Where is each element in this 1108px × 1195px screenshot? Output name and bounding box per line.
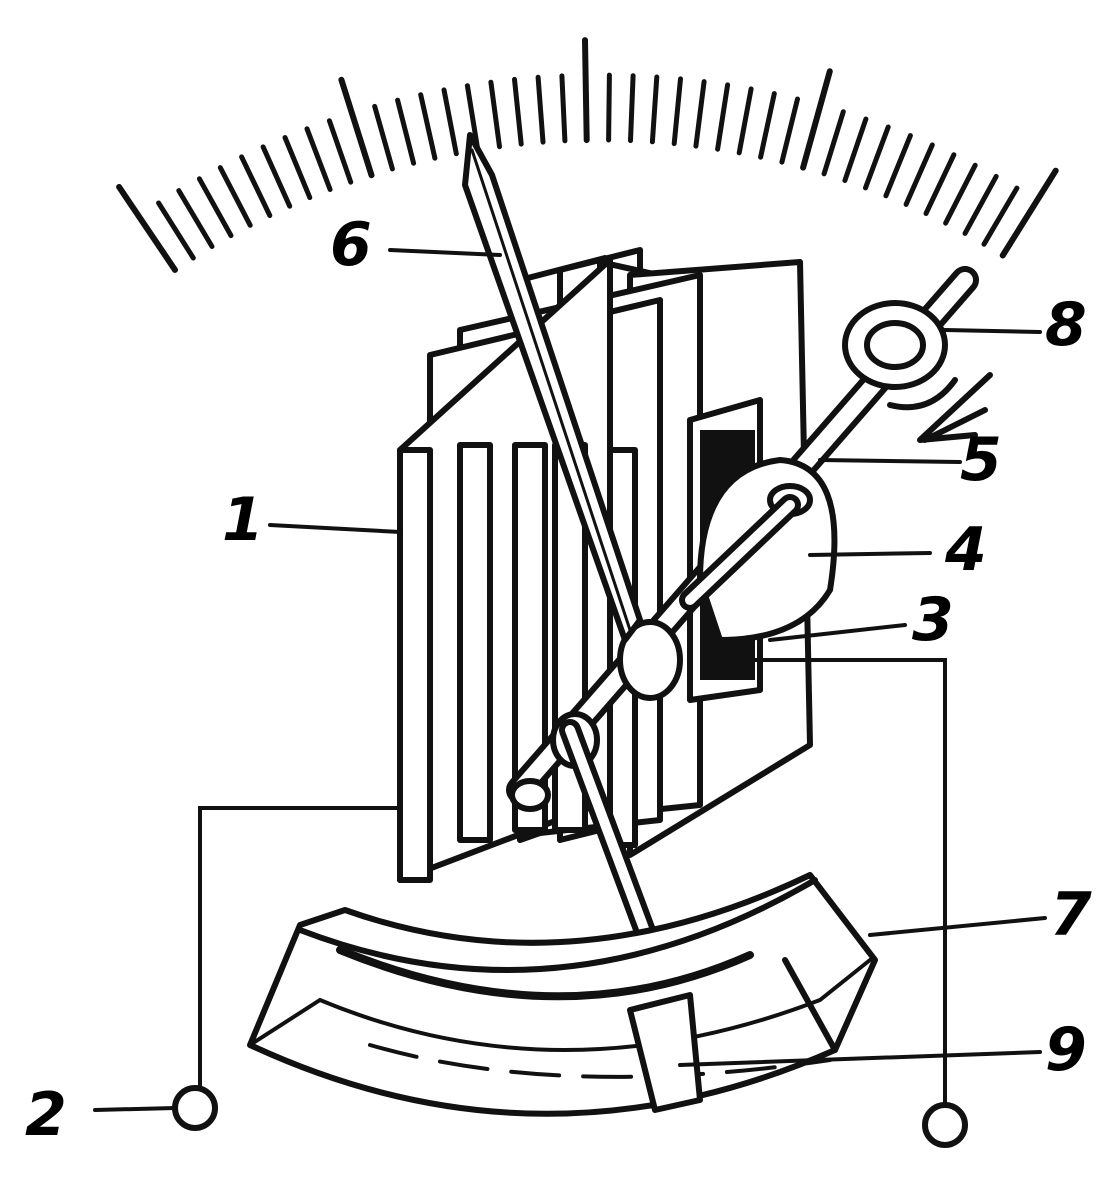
scale-tick: [779, 96, 800, 165]
scale-tick: [715, 82, 731, 152]
terminal-left: [172, 1085, 218, 1131]
label-4: 4: [944, 515, 987, 585]
scale-tick: [464, 83, 481, 153]
damper-chamber: [247, 872, 878, 1117]
scale-tick: [863, 124, 891, 191]
scale-tick: [395, 97, 417, 166]
label-1: 1: [222, 485, 264, 555]
scale-tick: [842, 116, 869, 183]
scale-tick: [156, 200, 196, 261]
scale-tick: [176, 188, 215, 249]
scale-tick: [671, 76, 683, 147]
scale-tick: [418, 92, 438, 161]
scale-tick: [282, 135, 313, 201]
scale-tick: [649, 74, 660, 145]
wiring: [172, 658, 968, 1148]
scale-tick: [196, 176, 234, 239]
scale-tick: [441, 87, 459, 157]
label-3: 3: [912, 585, 954, 655]
scale-tick: [606, 72, 612, 143]
scale-tick: [304, 126, 333, 192]
scale-tick: [116, 184, 178, 273]
scale-tick: [821, 109, 846, 177]
scale-tick: [239, 154, 273, 218]
scale-tick: [693, 79, 707, 149]
leader-lines: [93, 248, 1047, 1112]
label-5: 5: [960, 425, 1002, 495]
scale-tick: [582, 37, 590, 144]
scale-tick: [338, 76, 375, 179]
scale-tick: [326, 118, 354, 185]
scale-tick: [217, 165, 253, 228]
scale-tick: [372, 103, 395, 172]
part-labels: 6 1 2 3 4 5 8 7 9: [25, 210, 1092, 1150]
scale-tick: [883, 133, 913, 199]
scale-tick: [260, 144, 293, 209]
fixed-plates: [397, 247, 813, 883]
scale-tick: [628, 73, 636, 144]
scale-tick: [559, 73, 568, 144]
scale-tick: [800, 68, 833, 171]
scale-tick: [512, 76, 524, 147]
scale-tick: [981, 185, 1020, 247]
label-9: 9: [1045, 1015, 1087, 1085]
scale-tick: [488, 79, 502, 150]
spring-icon: [887, 372, 993, 443]
scale-tick: [962, 173, 999, 236]
terminal-right: [922, 1102, 968, 1148]
label-8: 8: [1045, 290, 1087, 360]
label-7: 7: [1050, 880, 1092, 950]
label-6: 6: [330, 210, 372, 280]
label-2: 2: [25, 1080, 67, 1150]
scale-arc: [116, 37, 1059, 273]
scale-tick: [535, 74, 546, 145]
scale-tick: [999, 167, 1059, 259]
scale-tick: [736, 86, 754, 156]
damper-vane: [627, 992, 703, 1113]
scale-tick: [943, 162, 978, 226]
scale-tick: [923, 152, 957, 216]
scale-tick: [903, 142, 935, 207]
scale-tick: [758, 91, 777, 160]
